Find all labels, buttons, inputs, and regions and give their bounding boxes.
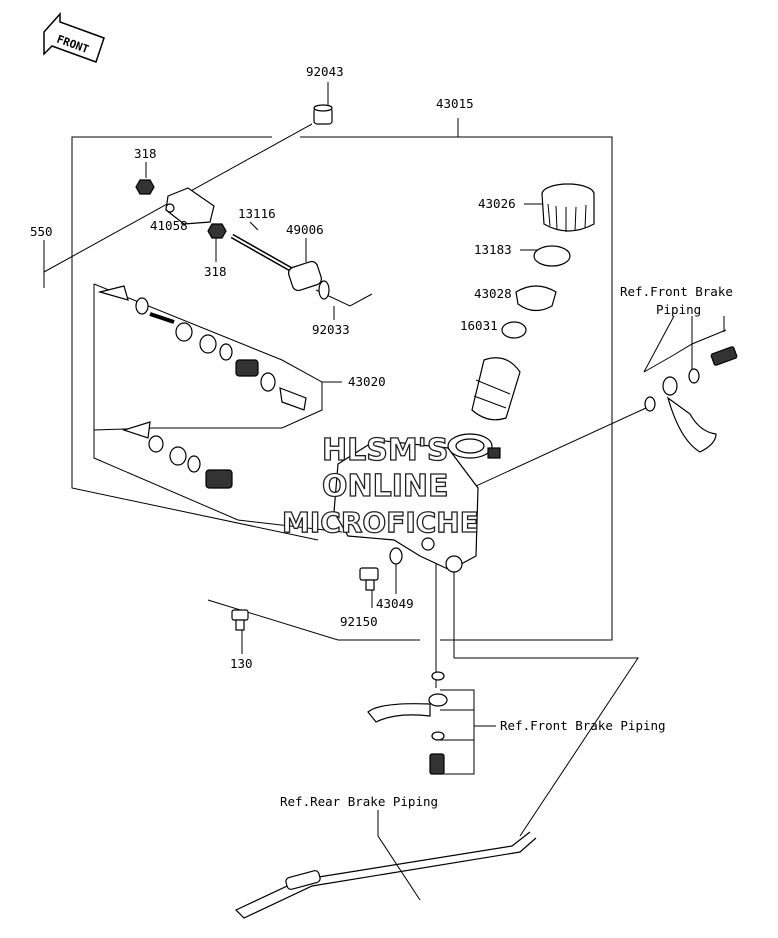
label-49006: 49006	[286, 222, 324, 237]
label-43015: 43015	[436, 96, 474, 111]
label-13116: 13116	[238, 206, 276, 221]
circlip-92033	[318, 280, 330, 300]
label-ref-front-mid: Ref.Front Brake Piping	[500, 718, 666, 733]
diaphragm-43028	[515, 285, 557, 312]
label-43049: 43049	[376, 596, 414, 611]
pin-92043	[313, 104, 333, 125]
watermark: HLSM'S ONLINE MICROFICHE	[281, 432, 479, 539]
front-brake-piping-top	[644, 346, 738, 453]
label-318-bottom: 318	[204, 264, 227, 279]
rear-brake-piping	[234, 831, 537, 919]
hose-clamp	[447, 433, 501, 459]
assembly-outline-43015	[71, 118, 613, 641]
piston-kit-bottom	[122, 421, 233, 489]
bolt-92150	[359, 567, 379, 591]
push-rod-13116	[230, 233, 294, 273]
watermark-line-3: MICROFICHE	[282, 506, 479, 539]
reservoir	[471, 357, 521, 421]
subassembly-outline-43020	[93, 283, 343, 533]
piston-kit-top	[97, 285, 307, 411]
parts	[97, 104, 738, 919]
label-ref-rear: Ref.Rear Brake Piping	[280, 794, 438, 809]
front-brake-piping-mid	[367, 671, 448, 775]
label-43026: 43026	[478, 196, 516, 211]
label-92033: 92033	[312, 322, 350, 337]
label-318-top: 318	[134, 146, 157, 161]
label-550: 550	[30, 224, 53, 239]
label-ref-front-top-2: Piping	[656, 302, 701, 317]
master-cylinder-body	[333, 439, 479, 573]
label-92150: 92150	[340, 614, 378, 629]
label-ref-front-top-1: Ref.Front Brake	[620, 284, 733, 299]
watermark-line-1: HLSM'S	[322, 433, 448, 468]
label-92043: 92043	[306, 64, 344, 79]
nut-318-b	[207, 223, 227, 239]
float-16031	[501, 321, 527, 339]
label-130: 130	[230, 656, 253, 671]
nut-318-a	[135, 179, 155, 195]
boot-49006	[287, 260, 323, 292]
label-43020: 43020	[348, 374, 386, 389]
watermark-line-2: ONLINE	[322, 469, 449, 504]
part-labels: 92043 43015 318 550 41058 318 13116 4900…	[30, 64, 733, 809]
bolt-130	[231, 609, 249, 631]
plate-13183	[533, 245, 571, 267]
label-41058: 41058	[150, 218, 188, 233]
washer-43049	[389, 547, 403, 565]
label-43028: 43028	[474, 286, 512, 301]
label-16031: 16031	[460, 318, 498, 333]
front-arrow-icon: FRONT	[43, 12, 105, 63]
label-13183: 13183	[474, 242, 512, 257]
cap-43026	[541, 183, 595, 232]
